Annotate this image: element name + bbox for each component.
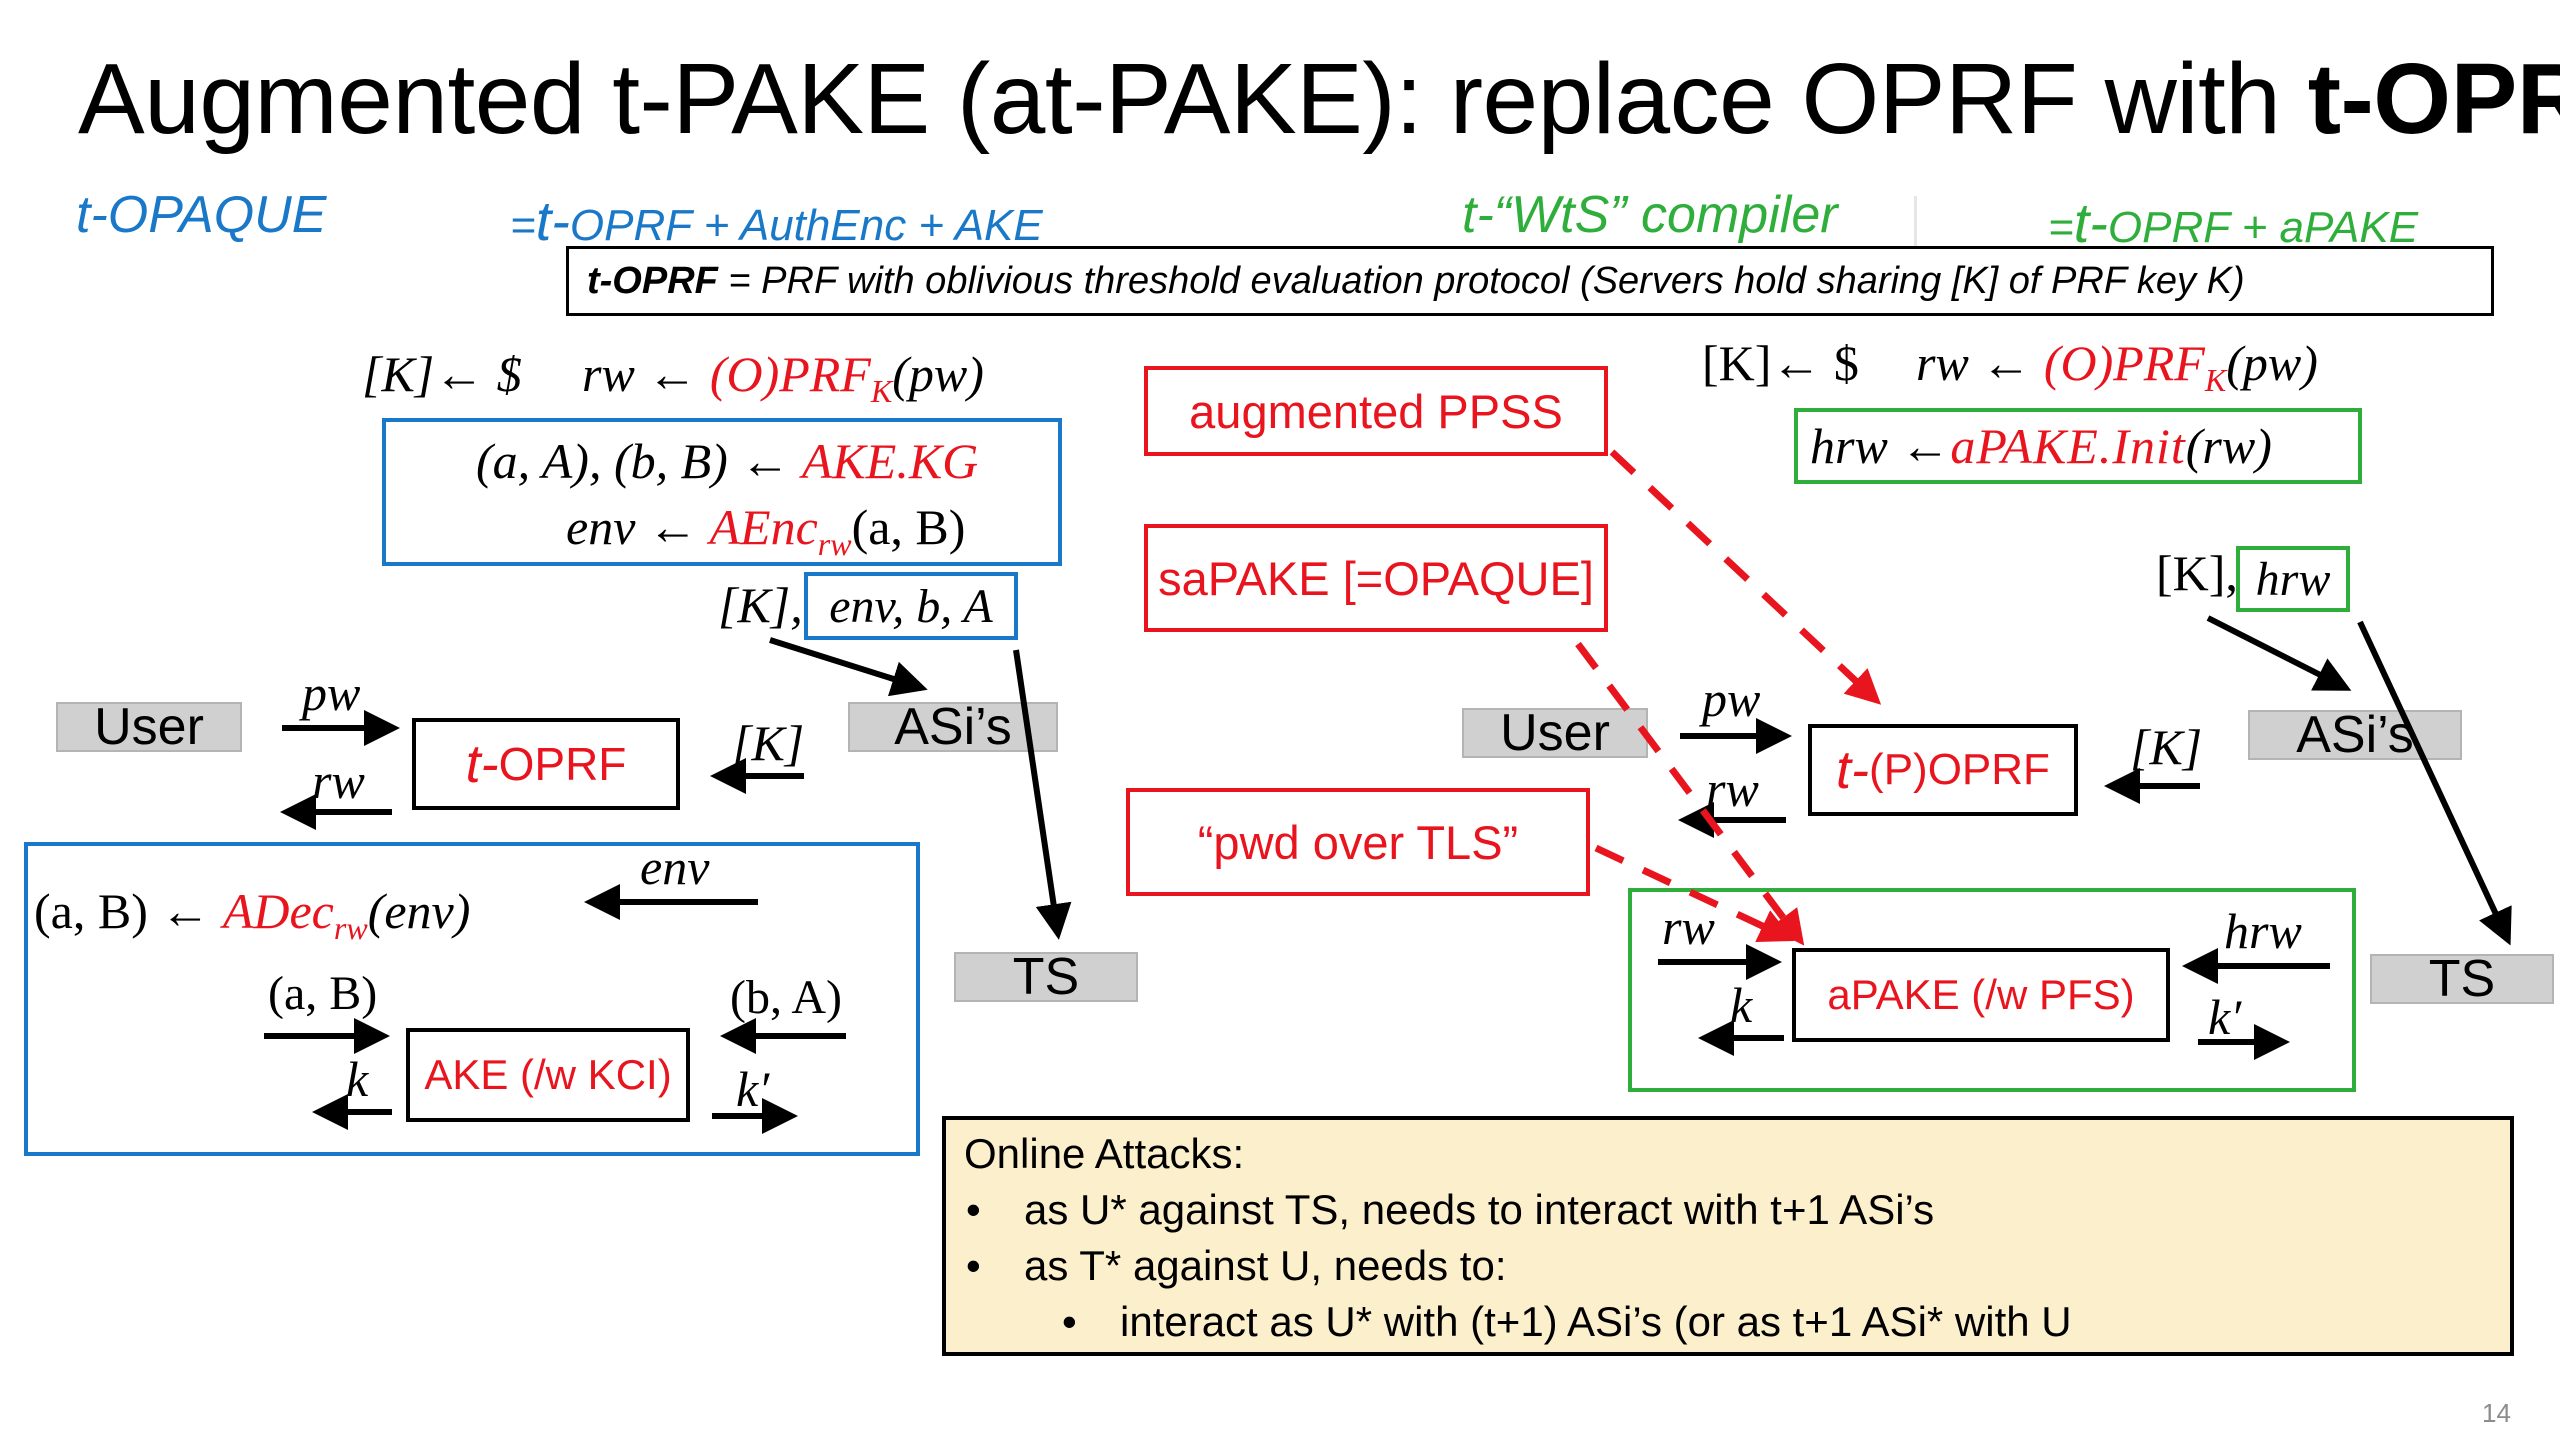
ake-box: AKE (/w KCI) — [406, 1028, 690, 1122]
left-rw-label: rw — [312, 753, 365, 809]
eq-t: t- — [2073, 191, 2108, 254]
tpoprf-rest: (P)OPRF — [1869, 745, 2050, 794]
eq-sign: = — [2048, 203, 2074, 252]
slide-title: Augmented t-PAKE (at-PAKE): replace OPRF… — [78, 42, 2560, 157]
attacks-bullet-1: as U* against TS, needs to interact with… — [1024, 1186, 1935, 1233]
eq-t: t- — [535, 189, 570, 252]
key-gen-text: [K]← $ — [362, 346, 522, 402]
sapake-box: saPAKE [=OPAQUE] — [1144, 524, 1608, 632]
aenc: AEnc — [709, 499, 818, 555]
right-asi-box: ASi’s — [2248, 706, 2462, 764]
left-server-store-k: [K], — [718, 577, 803, 633]
left-store-to-asi-arrow — [769, 637, 928, 697]
oprf-arg: (pw) — [2226, 335, 2318, 391]
adec: ADec — [222, 883, 334, 939]
left-login-box: env (a, B) ← ADecrw(env) (a, B) (b, A) A… — [24, 839, 920, 1156]
right-tpoprf-box: t-(P)OPRF — [1808, 724, 2078, 816]
right-k-share: [K] — [2130, 719, 2203, 775]
rw-assign: rw ← — [582, 346, 710, 402]
attacks-bullet-2: as T* against U, needs to: — [1024, 1242, 1507, 1289]
env-line: env ← AEncrw(a, B) — [566, 498, 965, 563]
ake-k-label: k — [346, 1051, 369, 1107]
eq-sign: = — [510, 201, 536, 250]
left-toprf-box: t-OPRF — [412, 718, 680, 810]
right-apake-region: rw hrw aPAKE (/w PFS) k k′ — [1628, 888, 2356, 1092]
title-bold-text: t-OPRF — [2307, 43, 2560, 155]
right-apake-init-box: hrw ← aPAKE.Init(rw) — [1794, 408, 2362, 484]
online-attacks-box: Online Attacks: • as U* against TS, need… — [942, 1116, 2514, 1356]
right-key-gen: [K]← $ — [1702, 335, 1859, 391]
ake-kg-line: (a, A), (b, B) ← AKE.KG — [476, 432, 978, 490]
adec-arg: (env) — [367, 883, 471, 939]
apake-rw-in: rw — [1662, 899, 1715, 955]
tls-to-apake-arrow — [1594, 844, 1795, 942]
left-user-box: User — [56, 698, 242, 756]
divider — [1914, 196, 1917, 248]
apake-hrw-in: hrw — [2224, 903, 2302, 959]
right-rw-label: rw — [1706, 761, 1759, 817]
ake-input-user: (a, B) — [268, 967, 378, 1020]
t-opaque-label: t-OPAQUE — [76, 186, 327, 244]
attacks-heading: Online Attacks: — [964, 1130, 1245, 1177]
right-server-store-box: hrw — [2236, 546, 2350, 612]
oprf-fn: (O)PRF — [709, 346, 871, 402]
left-store-to-ts-arrow — [1013, 649, 1072, 940]
left-pw-label: pw — [302, 665, 361, 721]
title-text: Augmented t-PAKE (at-PAKE): replace OPRF… — [78, 43, 2308, 155]
aenc-sub: rw — [817, 526, 852, 562]
ake-input-server: (b, A) — [730, 971, 842, 1024]
augmented-ppss-box: augmented PPSS — [1144, 366, 1608, 456]
aenc-arg: (a, B) — [851, 499, 966, 555]
t-opaque-equation: =t-OPRF + AuthEnc + AKE — [510, 188, 1043, 253]
eq-rest: OPRF + AuthEnc + AKE — [569, 201, 1043, 250]
wts-equation: =t-OPRF + aPAKE — [2048, 190, 2418, 255]
env-label: env — [640, 839, 710, 895]
apake-k-label: k — [1730, 977, 1753, 1033]
adec-line: (a, B) ← ADecrw(env) — [34, 882, 470, 947]
bullet-1-glyph: • — [966, 1186, 981, 1233]
page-number: 14 — [2482, 1398, 2511, 1428]
oprf-arg: (pw) — [892, 346, 984, 402]
left-rw-formula: rw ← (O)PRFK(pw) — [582, 345, 984, 410]
attacks-bullet-2a: interact as U* with (t+1) ASi’s (or as t… — [1120, 1298, 2072, 1345]
right-store-to-asi-arrow — [2206, 615, 2352, 691]
wts-compiler-label: t-“WtS” compiler — [1462, 186, 1838, 244]
toprf-t: t- — [465, 734, 499, 794]
oprf-sub: K — [870, 373, 893, 409]
apake-init: aPAKE.Init — [1950, 418, 2186, 474]
bullet-2-glyph: • — [966, 1242, 981, 1289]
t-oprf-definition-box: t-OPRF = PRF with oblivious threshold ev… — [566, 246, 2494, 316]
oprf-sub: K — [2204, 362, 2227, 398]
right-pw-label: pw — [1702, 671, 1761, 727]
left-server-store-box: env, b, A — [804, 572, 1018, 640]
left-setup-box: (a, A), (b, B) ← AKE.KG env ← AEncrw(a, … — [382, 418, 1062, 566]
definition-text: = PRF with oblivious threshold evaluatio… — [717, 259, 2245, 302]
toprf-rest: OPRF — [498, 738, 627, 790]
tpoprf-t: t- — [1836, 740, 1870, 800]
bullet-2a-glyph: • — [1062, 1298, 1077, 1345]
rw-assign: rw ← — [1916, 335, 2044, 391]
eq-rest: OPRF + aPAKE — [2107, 203, 2419, 252]
sapake-to-apake-arrow — [1575, 641, 1805, 946]
right-ts-box: TS — [2370, 950, 2554, 1008]
ake-keys: (a, A), (b, B) ← — [476, 433, 802, 489]
apake-box: aPAKE (/w PFS) — [1792, 948, 2170, 1042]
oprf-fn: (O)PRF — [2043, 335, 2205, 391]
ppss-to-tpoprf-arrow — [1609, 449, 1882, 705]
apake-arg: (rw) — [2185, 418, 2272, 474]
ake-kg: AKE.KG — [801, 433, 979, 489]
right-rw-formula: rw ← (O)PRFK(pw) — [1916, 334, 2318, 399]
env-assign: env ← — [566, 499, 710, 555]
pwd-over-tls-box: “pwd over TLS” — [1126, 788, 1590, 896]
right-server-store-k: [K], — [2156, 545, 2238, 601]
apake-kprime-label: k′ — [2208, 989, 2242, 1045]
hrw-assign: hrw ← — [1810, 418, 1951, 474]
adec-lhs: (a, B) ← — [34, 883, 223, 939]
adec-sub: rw — [333, 910, 368, 946]
definition-bold: t-OPRF — [587, 259, 718, 302]
right-store-to-ts-arrow — [2357, 620, 2512, 946]
left-ts-box: TS — [954, 948, 1138, 1006]
left-key-gen: [K]← $ — [362, 345, 522, 403]
